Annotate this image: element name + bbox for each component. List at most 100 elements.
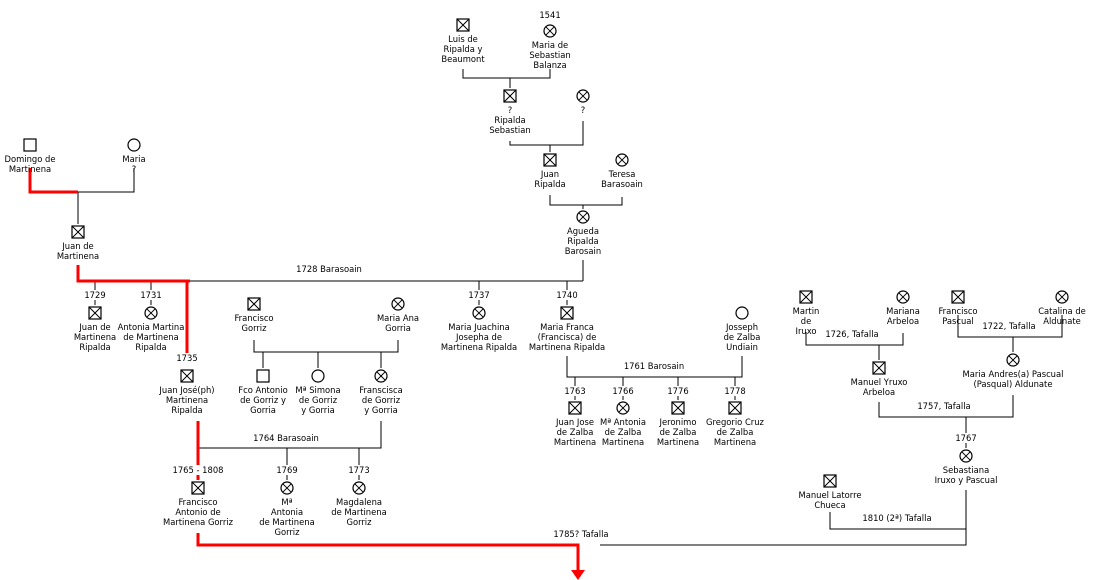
name-maria_sebastian: Balanza xyxy=(533,60,566,70)
name-sebastiana: Sebastiana xyxy=(943,465,989,475)
symbol-juan_jose_zalba xyxy=(568,401,582,415)
symbol-maria_andres xyxy=(1006,353,1020,367)
symbol-catalina xyxy=(1055,290,1069,304)
name-antonia_zalba: Mª Antonia xyxy=(600,417,646,427)
year-juan_jose: 1735 xyxy=(176,353,197,363)
year-juan_jose-bg xyxy=(175,353,199,363)
marriage-label-m1761: 1761 Barosain xyxy=(624,361,684,371)
symbol-gregorio xyxy=(728,401,742,415)
name-q_female: ? xyxy=(581,105,585,115)
symbol-magdalena xyxy=(352,481,366,495)
deceased-cross-icon xyxy=(456,18,470,32)
symbol-sebastiana xyxy=(959,449,973,463)
red-domingo xyxy=(28,168,78,194)
name-juan_jose_zalba: de Zalba xyxy=(557,427,594,437)
name-maria_juachina: Martinena Ripalda xyxy=(441,342,517,352)
year-sebastiana: 1767 xyxy=(955,433,976,443)
name-ripalda_sebastian: ? xyxy=(508,105,512,115)
deceased-cross-icon xyxy=(247,297,261,311)
name-juan_ripalda: Juan xyxy=(540,169,559,179)
name-luis: Ripalda y xyxy=(444,44,483,54)
name-francisco_pascual: Francisco xyxy=(938,306,977,316)
deceased-cross-icon xyxy=(1008,355,1018,365)
name-juan_jose: Martinena xyxy=(166,395,208,405)
deceased-cross-icon xyxy=(578,91,588,101)
marriage-label-m1728: 1728 Barasoain xyxy=(296,264,362,274)
symbol-mariana xyxy=(896,290,910,304)
name-mariana: Mariana xyxy=(886,306,920,316)
name-fco_antonio: Gorria xyxy=(250,405,276,415)
marriage-label-m1757: 1757, Tafalla xyxy=(917,401,970,411)
year-maria_franca-bg xyxy=(555,290,579,300)
year-jeronimo-bg xyxy=(666,386,690,396)
name-juan_martinena: Juan de xyxy=(61,241,93,251)
symbol-antonia_mg xyxy=(280,481,294,495)
name-agueda: Barosain xyxy=(565,246,601,256)
name-francisca_gorriz: de Gorriz xyxy=(362,395,401,405)
symbol-simona xyxy=(311,369,325,383)
symbol-domingo xyxy=(23,138,37,152)
year-jeronimo: 1776 xyxy=(667,386,688,396)
year-antonia: 1731 xyxy=(140,290,161,300)
name-antonia: Antonia Martina xyxy=(118,322,185,332)
deceased-cross-icon xyxy=(728,401,742,415)
name-maria_franca: Maria Franca xyxy=(540,322,594,332)
symbol-teresa xyxy=(615,153,629,167)
deceased-cross-icon xyxy=(898,292,908,302)
symbol-juan_mr xyxy=(88,306,102,320)
person-symbols xyxy=(23,18,1069,495)
name-mariana: Arbeloa xyxy=(887,316,919,326)
symbol-juan_martinena xyxy=(71,225,85,239)
year-magdalena: 1773 xyxy=(348,465,369,475)
name-martin: Martin xyxy=(793,306,820,316)
symbol-martin xyxy=(799,290,813,304)
name-juan_mr: Ripalda xyxy=(79,342,110,352)
deceased-cross-icon xyxy=(146,308,156,318)
parents-ripalda-q xyxy=(509,121,584,146)
deceased-cross-icon xyxy=(88,306,102,320)
year-antonia_mg: 1769 xyxy=(276,465,297,475)
name-catalina: Catalina de xyxy=(1038,306,1086,316)
name-maria_andres: Maria Andres(a) Pascual xyxy=(963,369,1064,379)
name-manuel_yruxo: Arbeloa xyxy=(863,387,895,397)
name-juan_jose: Ripalda xyxy=(171,405,202,415)
name-maria: ? xyxy=(132,164,136,174)
name-juan_mr: Juan de xyxy=(78,322,110,332)
name-martin: de xyxy=(801,316,811,326)
name-maria_sebastian: Sebastian xyxy=(529,50,570,60)
male-square-icon xyxy=(256,369,270,383)
name-simona: Mª Simona xyxy=(295,385,340,395)
name-jeronimo: de Zalba xyxy=(660,427,697,437)
name-manuel_latorre: Chueca xyxy=(814,500,845,510)
marriage-1757 xyxy=(878,395,1014,418)
year-maria_juachina-bg xyxy=(467,290,491,300)
symbol-fco_antonio xyxy=(256,369,270,383)
deceased-cross-icon xyxy=(560,306,574,320)
year-antonia_mg-bg xyxy=(275,465,299,475)
name-antonia_mg: Mª xyxy=(281,497,292,507)
deceased-cross-icon xyxy=(191,481,205,495)
name-antonia_mg: de Martinena xyxy=(259,517,314,527)
name-maria_sebastian: Maria de xyxy=(532,40,568,50)
deceased-cross-icon xyxy=(951,290,965,304)
name-martin: Iruxo xyxy=(795,326,816,336)
marriage-1726 xyxy=(805,332,904,346)
marriage-label-m1810: 1810 (2ª) Tafalla xyxy=(862,513,931,523)
deceased-cross-icon xyxy=(354,483,364,493)
name-juan_jose_zalba: Juan Jose xyxy=(555,417,594,427)
marriage-label-m1726: 1726, Tafalla xyxy=(825,329,878,339)
name-maria_ana: Maria Ana xyxy=(377,313,419,323)
symbol-agueda xyxy=(576,210,590,224)
name-simona: de Gorriz xyxy=(299,395,338,405)
deceased-cross-icon xyxy=(799,290,813,304)
name-domingo: Martinena xyxy=(9,164,51,174)
marriage-1722 xyxy=(957,315,1063,338)
name-fco_antonio: de Gorriz y xyxy=(240,395,286,405)
name-jeronimo: Jeronimo xyxy=(659,417,697,427)
name-francisco_antonio: Francisco xyxy=(178,497,217,507)
female-circle-icon xyxy=(311,369,325,383)
male-square-icon xyxy=(23,138,37,152)
symbol-antonia xyxy=(144,306,158,320)
name-agueda: Ripalda xyxy=(567,236,598,246)
